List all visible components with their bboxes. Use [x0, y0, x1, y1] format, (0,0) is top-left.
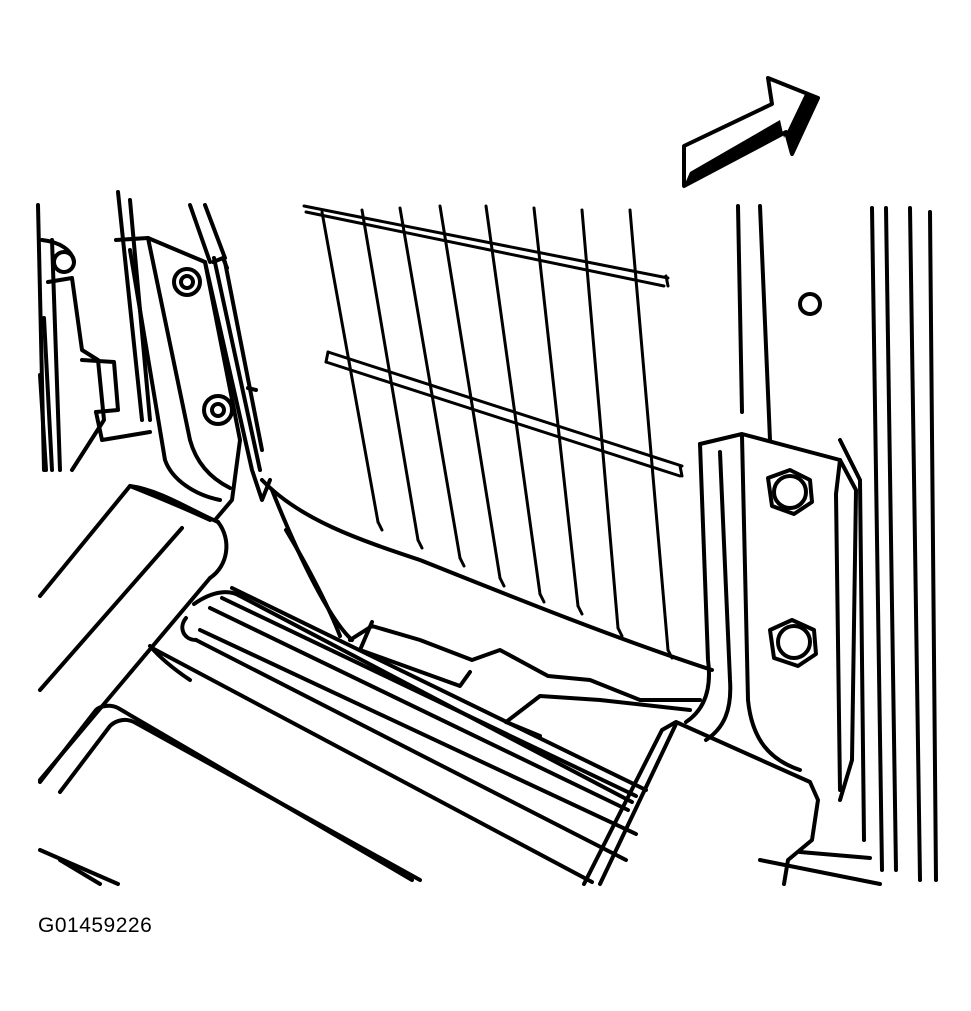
left-bracket	[114, 236, 272, 522]
left-door-frame	[36, 190, 227, 472]
figure-id-label: G01459226	[38, 914, 153, 937]
right-pillar	[736, 204, 938, 882]
floor-sill-rail	[148, 586, 648, 884]
arrow-forward-icon	[682, 76, 820, 188]
hex-bolt-icon	[768, 618, 818, 668]
rear-window-glass	[302, 204, 684, 660]
floor-pan	[38, 703, 882, 886]
window-seal	[260, 478, 714, 738]
hex-bolt-icon	[172, 256, 229, 297]
seat-frame-left	[38, 484, 229, 782]
hex-bolt-icon	[766, 468, 814, 516]
hex-bolt-icon	[202, 386, 258, 426]
